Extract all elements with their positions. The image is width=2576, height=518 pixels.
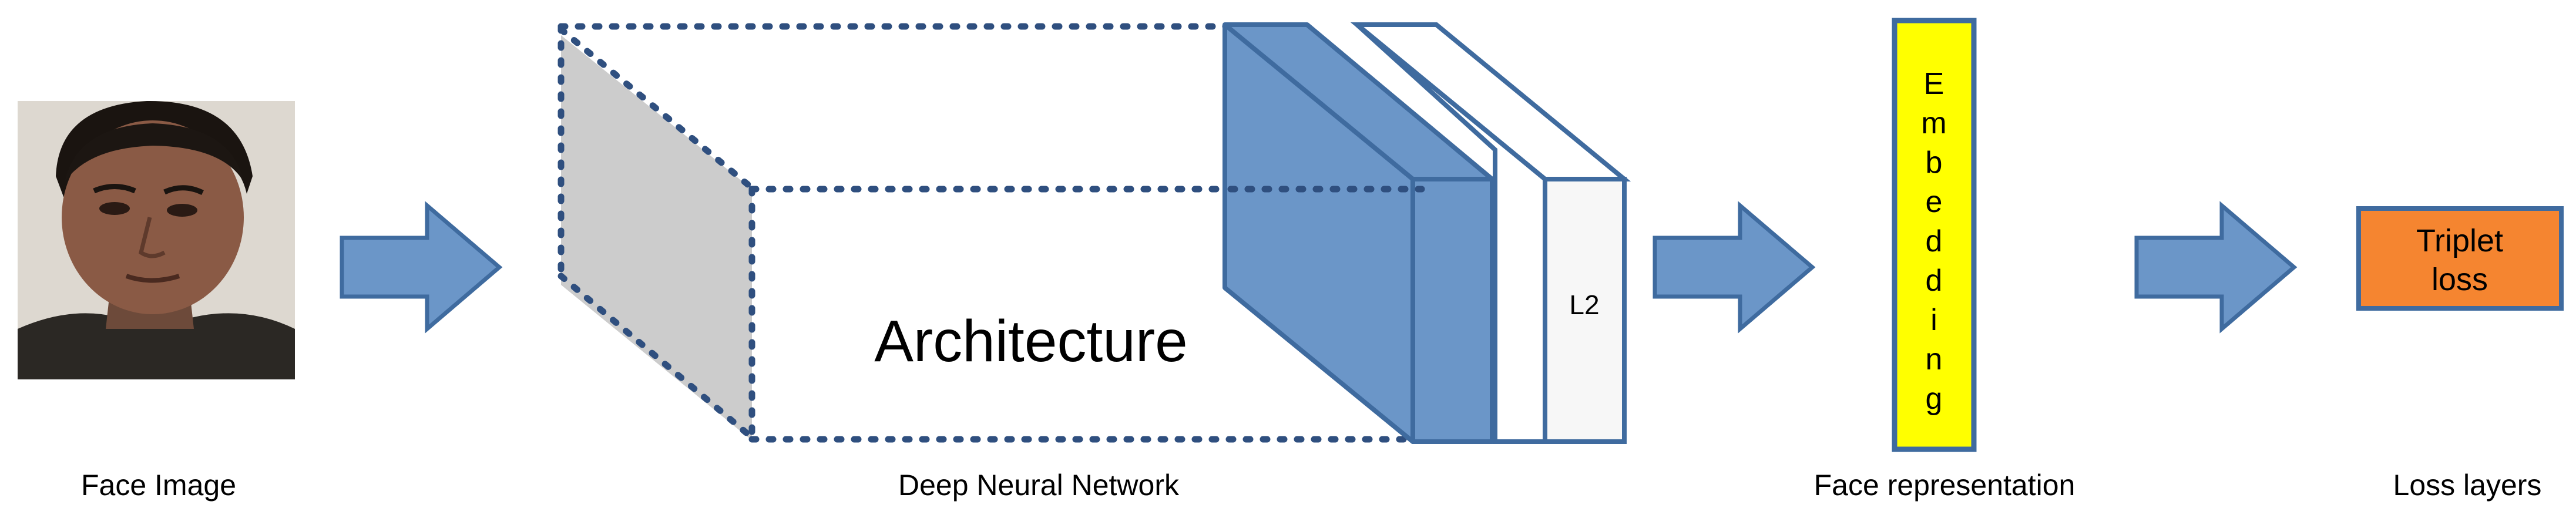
l2-layer [1350, 22, 1631, 444]
face-image-caption: Face Image [81, 469, 236, 502]
l2-layer-label: L2 [1569, 290, 1599, 320]
architecture-label: Architecture [874, 308, 1188, 374]
blue-layer-front [1410, 177, 1494, 444]
face-photo-brow-right [163, 185, 204, 196]
face-photo-mouth [125, 274, 180, 283]
face-photo-brow-left [93, 184, 136, 194]
face-photo-face [62, 120, 244, 314]
loss-caption: Loss layers [2393, 469, 2542, 502]
l2-layer-side [1355, 22, 1547, 444]
embedding-letter: d [1926, 264, 1943, 298]
triplet-loss-line2: loss [2431, 262, 2488, 297]
face-photo-hair [56, 100, 253, 200]
arrow-right-icon [340, 201, 503, 334]
face-photo-eye-right [167, 204, 197, 217]
input-plane [561, 35, 752, 440]
embedding-letter: n [1926, 342, 1943, 376]
embedding-letter: i [1930, 303, 1937, 337]
arrow-right-icon [1653, 201, 1816, 334]
embedding-letter: E [1924, 67, 1944, 101]
face-photo-eye-left [99, 202, 130, 215]
blue-conv-layer [1222, 22, 1494, 444]
dnn-caption: Deep Neural Network [898, 469, 1180, 502]
embedding-letter: b [1926, 146, 1943, 180]
embedding-letter: d [1926, 224, 1943, 258]
face-photo-nose [139, 217, 166, 258]
triplet-loss-box [2356, 206, 2564, 311]
embedding-letter: e [1926, 185, 1943, 219]
embedding-letter: g [1926, 382, 1943, 416]
embedding-letter: m [1921, 106, 1946, 140]
face-photo-hairline [65, 123, 244, 182]
representation-caption: Face representation [1814, 469, 2075, 502]
l2-layer-front [1543, 177, 1627, 444]
arrow-right-icon [2134, 201, 2298, 334]
triplet-loss-line1: Triplet [2416, 223, 2503, 258]
face-photo-shoulders [18, 313, 295, 379]
dotted-wireframe [557, 23, 1490, 443]
face-image [18, 100, 295, 379]
embedding-bar [1892, 18, 1977, 452]
dnn-architecture-block: L2 Architecture [557, 22, 1631, 444]
